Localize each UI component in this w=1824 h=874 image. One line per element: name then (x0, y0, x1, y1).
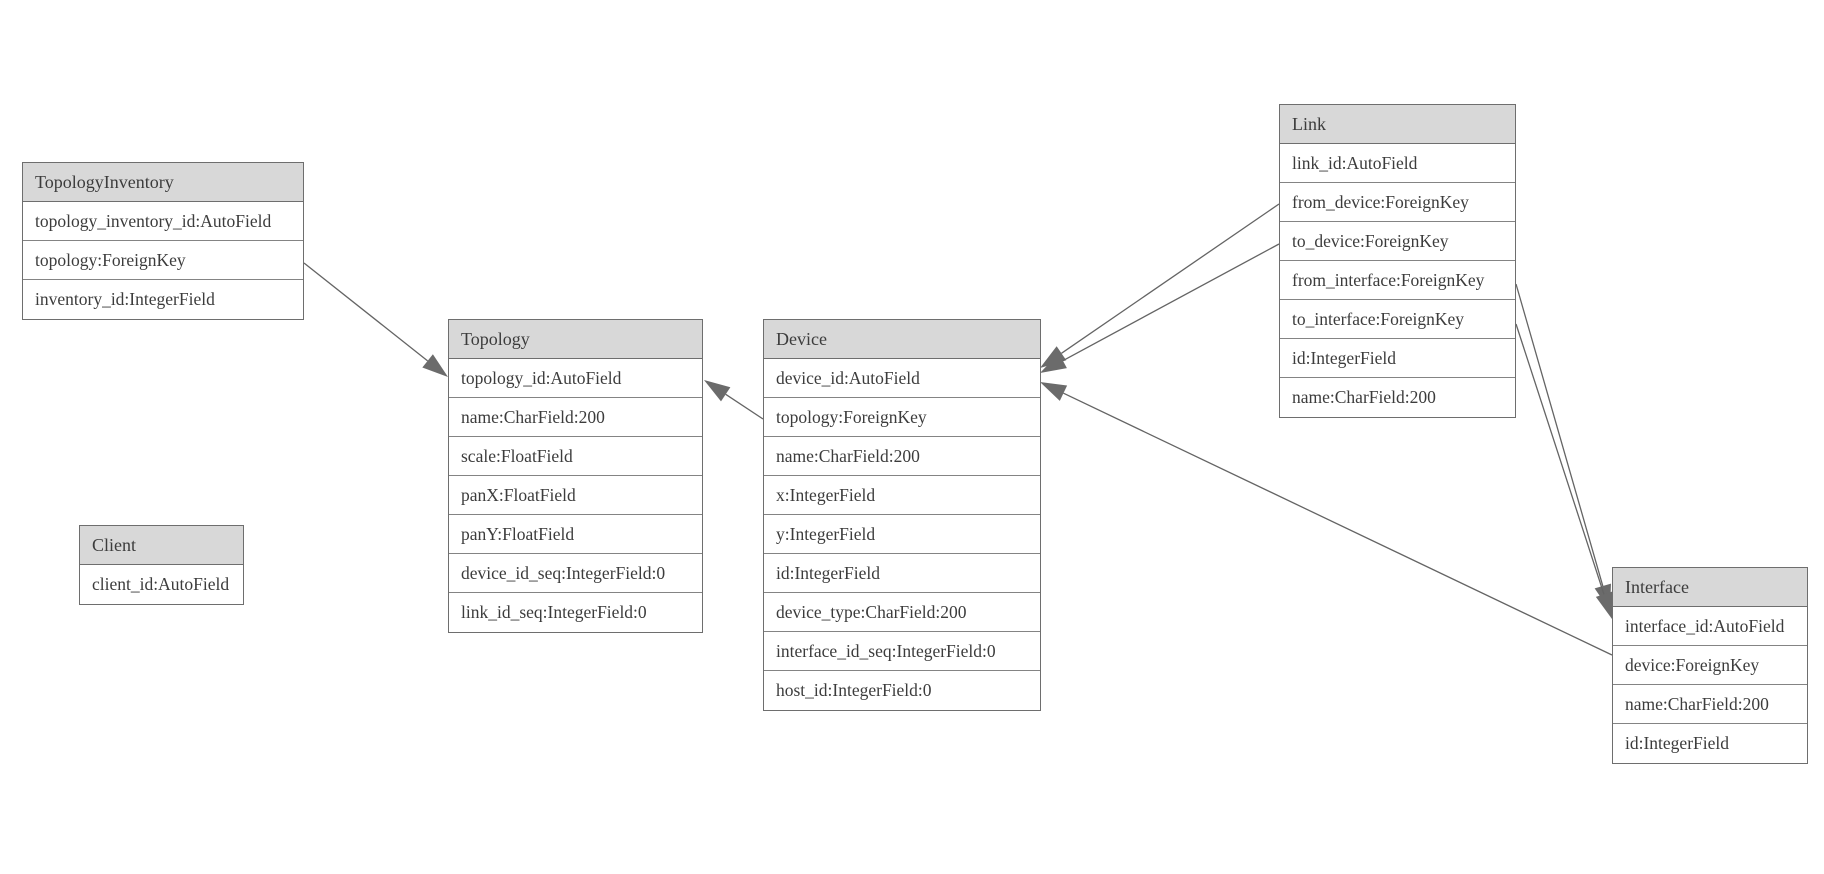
entity-field-row: panX:FloatField (449, 476, 702, 515)
entity-field-row: device_id:AutoField (764, 359, 1040, 398)
relation-arrowhead-link-tointerface-interface (1595, 591, 1613, 619)
entity-title: Device (776, 328, 827, 349)
entity-title: Link (1292, 113, 1326, 134)
entity-field-row: topology:ForeignKey (23, 241, 303, 280)
entity-field-row: host_id:IntegerField:0 (764, 671, 1040, 710)
entity-field-row: topology_inventory_id:AutoField (23, 202, 303, 241)
entity-title: Client (92, 534, 136, 555)
relation-line-device-topology (725, 393, 764, 420)
entity-field-row: name:CharField:200 (449, 398, 702, 437)
entity-field-row: topology_id:AutoField (449, 359, 702, 398)
entity-field-row: interface_id_seq:IntegerField:0 (764, 632, 1040, 671)
entity-field-row: device_id_seq:IntegerField:0 (449, 554, 702, 593)
entity-field-row: client_id:AutoField (80, 565, 243, 604)
relation-arrowhead-device-topology (704, 380, 731, 402)
entity-field-row: from_device:ForeignKey (1280, 183, 1515, 222)
entity-field-row: name:CharField:200 (764, 437, 1040, 476)
entity-interface[interactable]: Interface interface_id:AutoField device:… (1612, 567, 1808, 764)
entity-field-row: link_id_seq:IntegerField:0 (449, 593, 702, 632)
relation-line-link-frominterface-interface (1515, 283, 1604, 587)
entity-field-row: id:IntegerField (1613, 724, 1807, 763)
entity-field-row: from_interface:ForeignKey (1280, 261, 1515, 300)
relation-line-link-todevice-device (1062, 243, 1280, 362)
entity-field-row: inventory_id:IntegerField (23, 280, 303, 319)
entity-field-row: panY:FloatField (449, 515, 702, 554)
entity-topology[interactable]: Topology topology_id:AutoField name:Char… (448, 319, 703, 633)
relation-line-interface-device-device (1063, 392, 1613, 656)
entity-topology-inventory[interactable]: TopologyInventory topology_inventory_id:… (22, 162, 304, 320)
entity-header: Client (80, 526, 243, 565)
relation-line-link-tointerface-interface (1515, 323, 1605, 595)
entity-client[interactable]: Client client_id:AutoField (79, 525, 244, 605)
entity-header: Topology (449, 320, 702, 359)
entity-title: TopologyInventory (35, 171, 174, 192)
entity-field-row: interface_id:AutoField (1613, 607, 1807, 646)
entity-field-row: link_id:AutoField (1280, 144, 1515, 183)
entity-title: Interface (1625, 576, 1689, 597)
entity-field-row: device_type:CharField:200 (764, 593, 1040, 632)
entity-field-row: name:CharField:200 (1613, 685, 1807, 724)
relation-line-link-fromdevice-device (1061, 203, 1280, 354)
entity-field-row: to_device:ForeignKey (1280, 222, 1515, 261)
entity-header: Interface (1613, 568, 1807, 607)
relation-arrowhead-interface-device-device (1040, 382, 1068, 401)
entity-field-row: name:CharField:200 (1280, 378, 1515, 417)
entity-field-row: to_interface:ForeignKey (1280, 300, 1515, 339)
entity-field-row: x:IntegerField (764, 476, 1040, 515)
entity-field-row: y:IntegerField (764, 515, 1040, 554)
entity-link[interactable]: Link link_id:AutoField from_device:Forei… (1279, 104, 1516, 418)
relation-arrowhead-topologyinventory-topology (422, 354, 448, 377)
entity-field-row: topology:ForeignKey (764, 398, 1040, 437)
entity-header: Link (1280, 105, 1515, 144)
relation-line-topologyinventory-topology (303, 262, 429, 362)
entity-header: TopologyInventory (23, 163, 303, 202)
entity-title: Topology (461, 328, 530, 349)
entity-field-row: device:ForeignKey (1613, 646, 1807, 685)
entity-field-row: id:IntegerField (764, 554, 1040, 593)
entity-field-row: scale:FloatField (449, 437, 702, 476)
relation-arrowhead-link-fromdevice-device (1040, 346, 1067, 368)
entity-field-row: id:IntegerField (1280, 339, 1515, 378)
entity-device[interactable]: Device device_id:AutoField topology:Fore… (763, 319, 1041, 711)
relation-arrowhead-link-todevice-device (1040, 353, 1067, 373)
entity-header: Device (764, 320, 1040, 359)
